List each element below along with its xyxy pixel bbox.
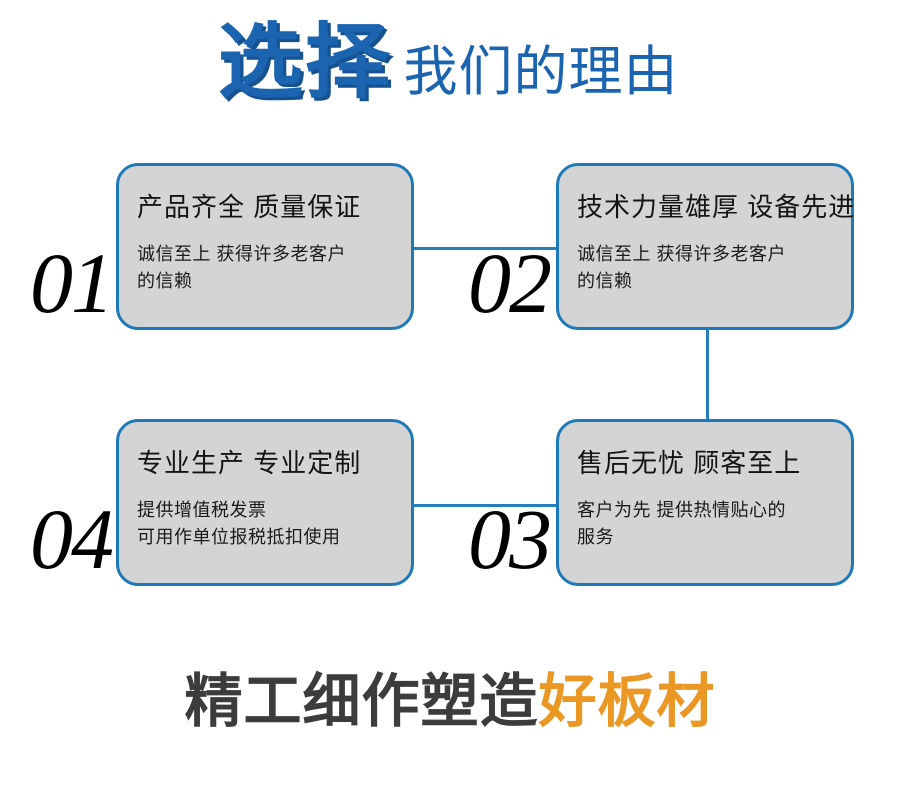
feature-card-02-description: 诚信至上 获得许多老客户 的信赖: [577, 241, 841, 295]
feature-card-04-title: 专业生产 专业定制: [137, 448, 362, 478]
feature-card-03-title: 售后无忧 顾客至上: [577, 448, 802, 478]
feature-card-01: 产品齐全 质量保证 诚信至上 获得许多老客户 的信赖: [116, 163, 414, 330]
feature-card-02-description-line-2: 的信赖: [577, 271, 633, 291]
page-title: 选择我们的理由: [0, 22, 900, 104]
feature-card-01-description-line-2: 的信赖: [137, 271, 193, 291]
feature-card-03: 售后无忧 顾客至上 客户为先 提供热情贴心的 服务: [556, 419, 854, 586]
feature-card-04-description-line-2: 可用作单位报税抵扣使用: [137, 527, 341, 547]
step-number-03: 03: [468, 491, 552, 587]
feature-card-03-description-line-1: 客户为先 提供热情贴心的: [577, 500, 786, 520]
step-number-04: 04: [30, 491, 114, 587]
feature-card-03-description: 客户为先 提供热情贴心的 服务: [577, 497, 841, 551]
feature-card-01-title: 产品齐全 质量保证: [137, 192, 362, 222]
feature-card-02-title: 技术力量雄厚 设备先进: [577, 192, 856, 222]
connector-card2-to-card3: [706, 329, 709, 420]
feature-card-01-description: 诚信至上 获得许多老客户 的信赖: [137, 241, 401, 295]
feature-card-01-description-line-1: 诚信至上 获得许多老客户: [137, 244, 346, 264]
footer-slogan: 精工细作塑造好板材: [0, 673, 900, 731]
step-number-01: 01: [30, 235, 114, 331]
feature-card-03-description-line-2: 服务: [577, 527, 614, 547]
step-number-02: 02: [468, 235, 552, 331]
feature-card-02: 技术力量雄厚 设备先进 诚信至上 获得许多老客户 的信赖: [556, 163, 854, 330]
page-title-emphasis: 选择: [218, 17, 393, 108]
feature-card-02-description-line-1: 诚信至上 获得许多老客户: [577, 244, 786, 264]
page-title-subtitle: 我们的理由: [403, 42, 679, 102]
footer-slogan-primary: 精工细作塑造: [184, 669, 539, 734]
feature-card-04-description-line-1: 提供增值税发票: [137, 500, 267, 520]
connector-card4-to-card3: [412, 504, 559, 507]
footer-slogan-accent: 好板材: [538, 669, 716, 734]
connector-card1-to-card2: [412, 247, 559, 250]
feature-card-04-description: 提供增值税发票 可用作单位报税抵扣使用: [137, 497, 401, 551]
feature-card-04: 专业生产 专业定制 提供增值税发票 可用作单位报税抵扣使用: [116, 419, 414, 586]
